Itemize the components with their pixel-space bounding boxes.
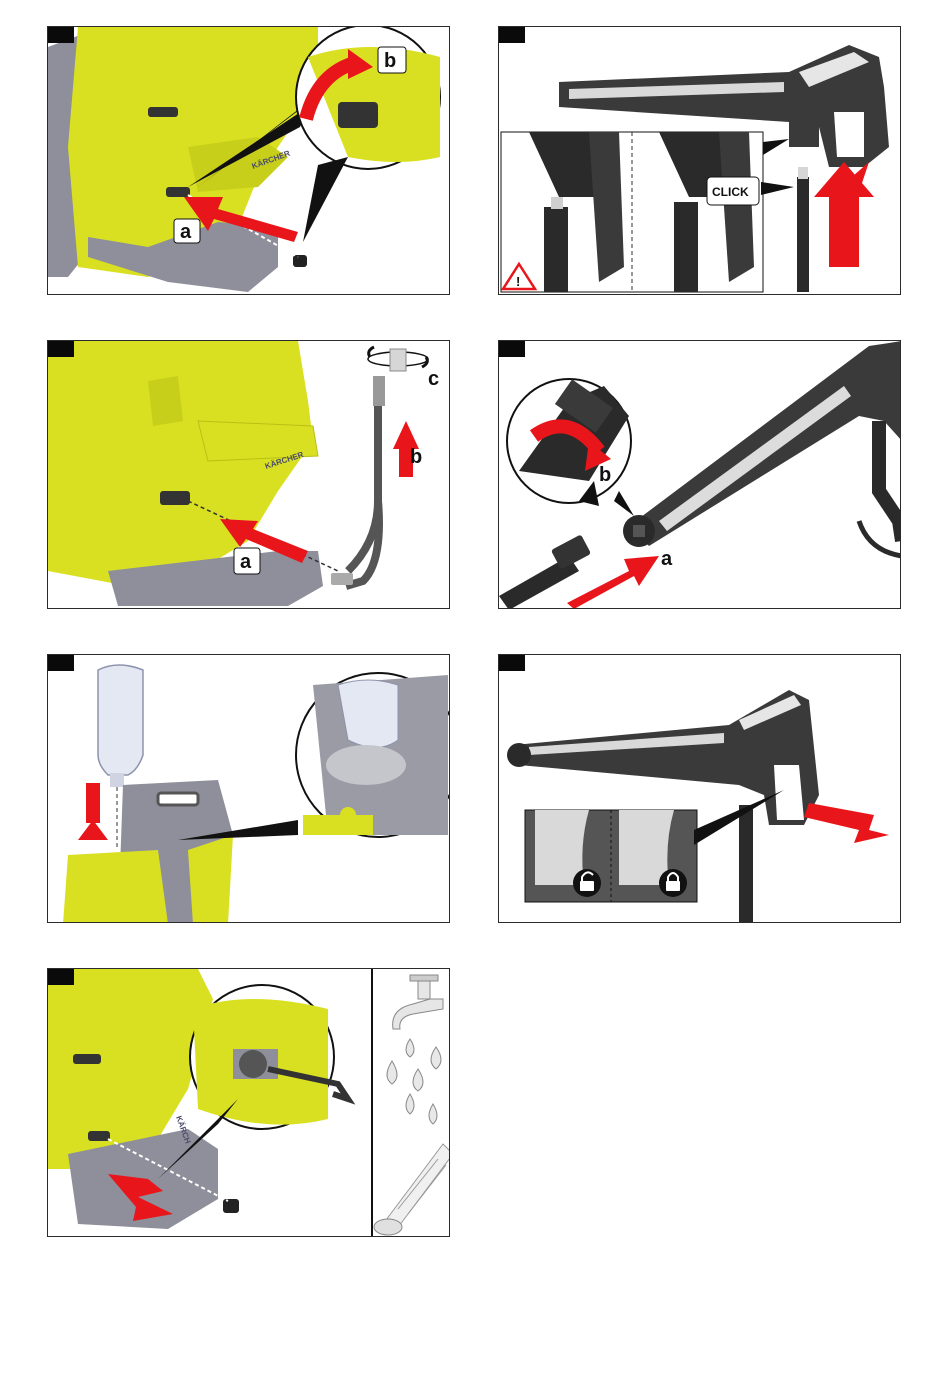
svg-text:!: ! [516,274,520,289]
label-a: a [661,548,673,570]
label-b: b [410,446,422,468]
figure-panel-6 [498,654,901,923]
padlock-closed-icon [659,869,687,897]
click-label: CLICK [712,185,749,199]
figure-panel-3: KÄRCHER c b a [47,340,450,609]
illustration-garden-hose-connect: KÄRCHER c b a [48,341,450,609]
figure-panel-4: b a [498,340,901,609]
tab-marker [499,341,525,357]
illustration-gun-trigger-lock [499,655,901,923]
tab-marker [48,969,74,985]
label-b: b [384,50,396,72]
label-a: a [180,221,192,243]
tab-marker [48,655,74,671]
illustration-machine-water-inlet: KÄRCHER a b [48,27,450,295]
figure-panel-5 [47,654,450,923]
label-a: a [240,551,252,573]
figure-panel-2: ! CLICK [498,26,901,295]
padlock-open-icon [573,869,601,897]
label-c: c [428,368,439,390]
tab-marker [48,27,74,43]
illustration-gun-hose-connect: ! CLICK [499,27,901,295]
tab-marker [499,27,525,43]
illustration-spray-lance-connect: b a [499,341,901,609]
illustration-filter-cleaning: KÄRCH [48,969,450,1237]
tab-marker [48,341,74,357]
label-b: b [599,464,611,486]
figure-panel-7: KÄRCH [47,968,450,1237]
illustration-detergent-bottle-insert [48,655,450,923]
tab-marker [499,655,525,671]
figure-panel-1: KÄRCHER a b [47,26,450,295]
